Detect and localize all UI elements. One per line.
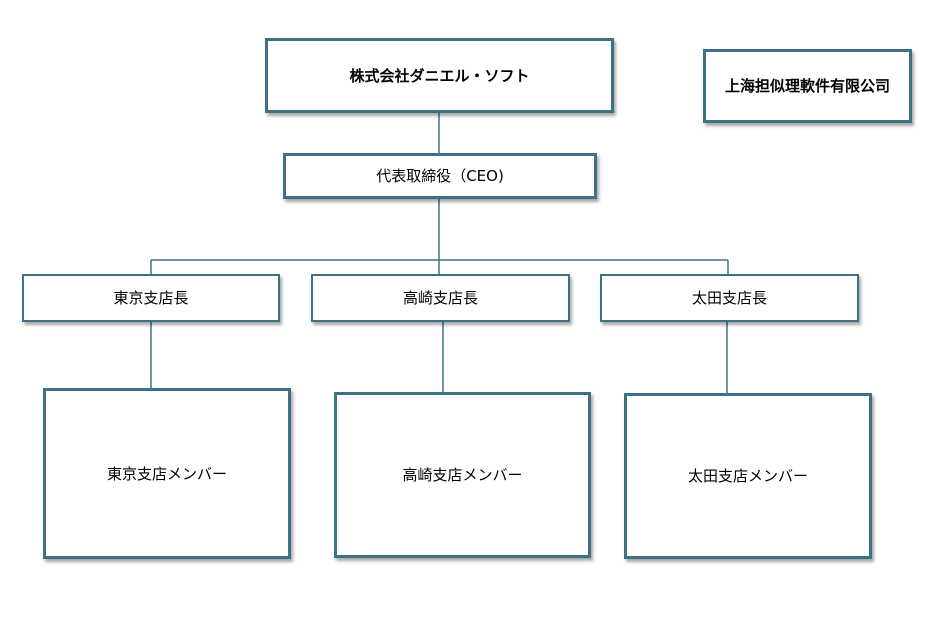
partner-company-name: 上海担似理軟件有限公司 (724, 77, 890, 95)
tokyo-members-label: 東京支店メンバー (106, 464, 227, 483)
ota-manager-label: 太田支店長 (691, 289, 767, 307)
ota-members-box: 太田支店メンバー (624, 393, 872, 559)
company-name: 株式会社ダニエル・ソフト (349, 66, 530, 85)
takasaki-members-box: 高崎支店メンバー (334, 392, 591, 558)
takasaki-manager-label: 高崎支店長 (402, 289, 478, 307)
takasaki-manager-box: 高崎支店長 (311, 274, 570, 322)
ceo-title: 代表取締役（CEO) (376, 167, 504, 185)
ota-manager-box: 太田支店長 (600, 274, 859, 322)
ota-members-label: 太田支店メンバー (687, 467, 808, 485)
tokyo-members-box: 東京支店メンバー (43, 388, 291, 559)
tokyo-manager-box: 東京支店長 (22, 274, 280, 322)
takasaki-members-label: 高崎支店メンバー (402, 466, 523, 484)
partner-company-box: 上海担似理軟件有限公司 (703, 49, 912, 123)
company-box: 株式会社ダニエル・ソフト (265, 38, 614, 113)
tokyo-manager-label: 東京支店長 (113, 289, 189, 307)
ceo-box: 代表取締役（CEO) (283, 153, 597, 199)
